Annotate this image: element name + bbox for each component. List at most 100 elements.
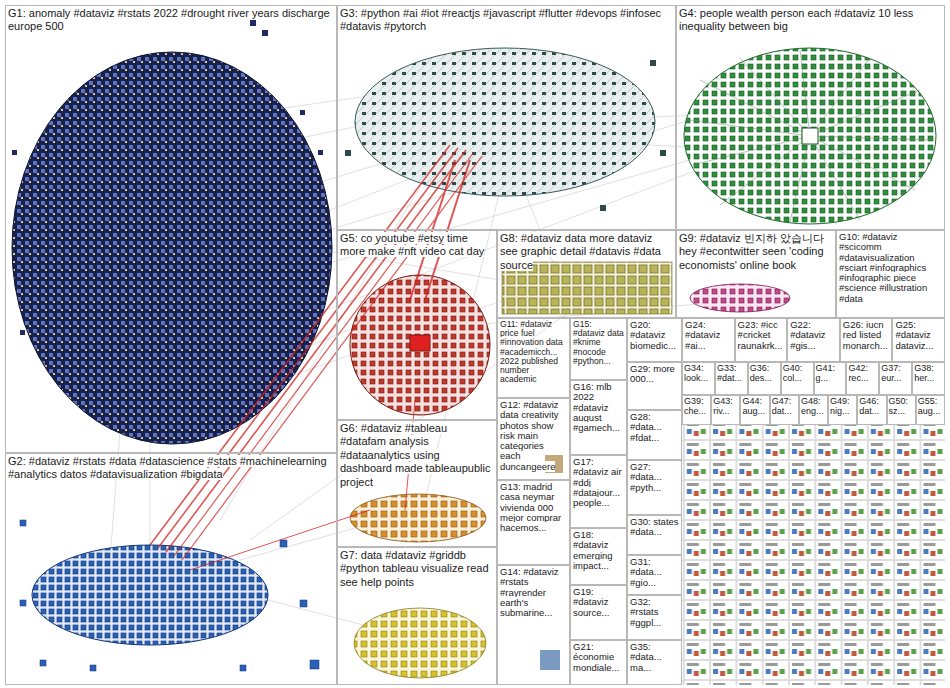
group-label: G33: #dat...: [717, 363, 742, 383]
group-box: G29: more 000...: [627, 362, 682, 410]
group-header: G35: #data... ma...: [628, 641, 681, 674]
group-header: G1: anomaly #dataviz #rstats 2022 #droug…: [6, 6, 336, 35]
group-header: G25: #dataviz dataviz...: [893, 319, 944, 352]
group-header: G8: #dataviz data more dataviz see graph…: [498, 231, 675, 273]
group-label: G2: #dataviz #rstats #data #datascience …: [8, 455, 327, 480]
group-box: G43: riv...: [711, 395, 740, 425]
group-header: G7: data #dataviz #griddb #python tablea…: [338, 548, 496, 590]
group-label: G13: madrid casa neymar vivienda 000 mej…: [500, 481, 561, 533]
group-box: G3: #python #ai #iot #reactjs #javascrip…: [337, 5, 676, 230]
group-header: G3: #python #ai #iot #reactjs #javascrip…: [338, 6, 675, 35]
group-label: G37: eur...: [881, 363, 901, 383]
group-box: G23: #icc #cricket raunakrk...: [735, 318, 788, 362]
group-label: G7: data #dataviz #griddb #python tablea…: [340, 549, 489, 588]
group-box: G35: #data... ma...: [627, 640, 682, 685]
group-box: G34: look...: [682, 362, 715, 395]
group-header: G31: #data... #gio...: [628, 556, 681, 589]
group-header: G32: #rstats #ggpl...: [628, 596, 681, 629]
group-label: G16: mlb 2022 #dataviz august #gamech...: [573, 381, 620, 433]
group-label: G41: g...: [816, 363, 836, 383]
group-label: G1: anomaly #dataviz #rstats 2022 #droug…: [8, 7, 330, 32]
group-label: G49: nig...: [830, 396, 850, 416]
group-header: G34: look...: [683, 363, 714, 384]
group-box: G38: her...: [912, 362, 945, 395]
group-label: G46: dat...: [859, 396, 879, 416]
group-box: G33: #dat...: [715, 362, 748, 395]
group-box: G31: #data... #gio...: [627, 555, 682, 595]
group-box: G49: nig...: [828, 395, 857, 425]
group-label: G35: #data... ma...: [630, 641, 662, 673]
group-box: G48: eng...: [799, 395, 828, 425]
group-header: G28: #data... #fdat...: [628, 411, 681, 444]
group-box: G11: #dataviz price fuel #innovation dat…: [497, 318, 570, 398]
group-label: G27: #data... #pyth...: [630, 461, 662, 493]
group-box: G21: économie mondiale...: [570, 640, 627, 685]
group-header: G42: rec...: [847, 363, 878, 384]
group-header: G5: co youtube #etsy time more make #nft…: [338, 231, 496, 260]
group-box: G47: dat...: [770, 395, 799, 425]
group-header: G47: dat...: [771, 396, 798, 417]
group-label: G32: #rstats #ggpl...: [630, 596, 661, 628]
group-box: G50: sz...: [887, 395, 916, 425]
group-header: G55: aug...: [917, 396, 944, 417]
group-label: G3: #python #ai #iot #reactjs #javascrip…: [340, 7, 661, 32]
group-header: G38: her...: [913, 363, 944, 384]
group-box: G36: des...: [748, 362, 781, 395]
group-box: G37: eur...: [879, 362, 912, 395]
group-header: G48: eng...: [800, 396, 827, 417]
group-label: G44: aug...: [742, 396, 765, 416]
group-label: G5: co youtube #etsy time more make #nft…: [340, 232, 484, 257]
group-header: G15: #dataviz data #knime #nocode #pytho…: [571, 319, 626, 367]
group-header: G9: #dataviz 빈지하 았습니다 hey #econtwitter s…: [677, 231, 835, 273]
group-box: G1: anomaly #dataviz #rstats 2022 #droug…: [5, 5, 337, 453]
group-box: G24: #dataviz #ai...: [682, 318, 735, 362]
group-header: G46: dat...: [858, 396, 885, 417]
group-label: G10: #dataviz #scicomm #datavisualizatio…: [839, 231, 927, 304]
group-box: G30: states #data...: [627, 515, 682, 555]
group-header: G17: #dataviz air #ddj #datajour... peop…: [571, 456, 626, 509]
group-box: G25: #dataviz dataviz...: [892, 318, 945, 362]
group-header: G23: #icc #cricket raunakrk...: [736, 319, 787, 352]
group-box: G55: aug...: [916, 395, 945, 425]
group-label: G55: aug...: [918, 396, 941, 416]
group-label: G25: #dataviz dataviz...: [895, 319, 933, 351]
group-box: G42: rec...: [846, 362, 879, 395]
group-label: G40: col...: [783, 363, 803, 383]
group-label: G50: sz...: [889, 396, 909, 416]
group-box: G13: madrid casa neymar vivienda 000 mej…: [497, 480, 570, 565]
group-label: G17: #dataviz air #ddj #datajour... peop…: [573, 456, 622, 508]
group-header: G26: iucn red listed monarch...: [841, 319, 892, 352]
group-label: G23: #icc #cricket raunakrk...: [738, 319, 783, 351]
group-label: G18: #dataviz emerging impact...: [573, 529, 613, 571]
group-box: G27: #data... #pyth...: [627, 460, 682, 515]
group-box: G14: #dataviz #rstats #rayrender earth's…: [497, 565, 570, 685]
group-label: G39: che...: [684, 396, 706, 416]
group-label: G14: #dataviz #rstats #rayrender earth's…: [500, 566, 559, 618]
group-header: G37: eur...: [880, 363, 911, 384]
group-header: G36: des...: [749, 363, 780, 384]
group-label: G4: people wealth person each #dataviz 1…: [679, 7, 913, 32]
group-header: G20: #dataviz biomedic...: [628, 319, 681, 352]
group-header: G19: #dataviz source...: [571, 586, 626, 619]
group-label: G11: #dataviz price fuel #innovation dat…: [500, 319, 563, 384]
group-header: G12: #dataviz data creativity photos sho…: [498, 399, 569, 473]
group-label: G9: #dataviz 빈지하 았습니다 hey #econtwitter s…: [679, 232, 824, 271]
group-label: G30: states #data...: [630, 516, 679, 537]
group-box: G41: g...: [814, 362, 847, 395]
group-box: G46: dat...: [857, 395, 886, 425]
group-header: G50: sz...: [888, 396, 915, 417]
group-header: G30: states #data...: [628, 516, 681, 539]
group-label: G47: dat...: [772, 396, 792, 416]
group-header: G40: col...: [782, 363, 813, 384]
group-label: G31: #data... #gio...: [630, 556, 662, 588]
group-box: G2: #dataviz #rstats #data #datascience …: [5, 453, 337, 685]
group-box: G40: col...: [781, 362, 814, 395]
group-label: G22: #dataviz #gis...: [790, 319, 825, 351]
group-header: G18: #dataviz emerging impact...: [571, 529, 626, 572]
group-label: G28: #data... #fdat...: [630, 411, 662, 443]
group-header: G33: #dat...: [716, 363, 747, 384]
group-box: G7: data #dataviz #griddb #python tablea…: [337, 547, 497, 685]
group-header: G24: #dataviz #ai...: [683, 319, 734, 352]
group-label: G43: riv...: [713, 396, 733, 416]
group-box: G32: #rstats #ggpl...: [627, 595, 682, 640]
